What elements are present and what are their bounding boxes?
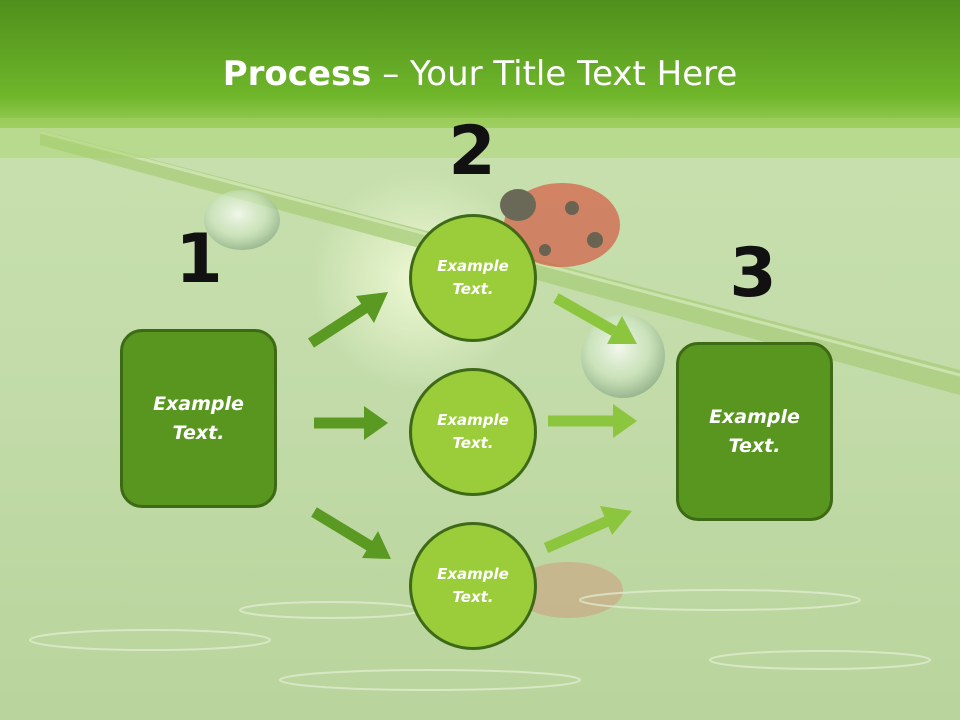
circle-bottom-text-line1: Example — [437, 565, 509, 583]
step-number-1: 1 — [175, 220, 223, 299]
circle-top-text-line2: Text. — [452, 280, 494, 298]
circle-middle-text-line1: Example — [437, 411, 509, 429]
slide-title-rest: – Your Title Text Here — [371, 54, 738, 94]
step-1-box: Example Text. — [120, 329, 277, 508]
circle-top-text-line1: Example — [437, 257, 509, 275]
slide-title-bold: Process — [222, 54, 372, 94]
arrow-to-top-circle — [308, 292, 388, 348]
step-number-3: 3 — [729, 234, 777, 313]
circle-middle-text-line2: Text. — [452, 434, 494, 452]
slide-title: Process – Your Title Text Here — [0, 52, 960, 96]
arrow-from-bottom-circle — [543, 506, 632, 554]
step-3-text-line2: Text. — [728, 434, 781, 457]
step-2-circle-middle: Example Text. — [409, 368, 537, 496]
arrow-from-middle-circle — [548, 404, 637, 438]
arrow-from-top-circle — [553, 293, 637, 344]
step-number-2: 2 — [448, 112, 496, 191]
step-1-text-line1: Example — [153, 392, 244, 415]
step-2-circle-bottom: Example Text. — [409, 522, 537, 650]
step-3-box: Example Text. — [676, 342, 833, 521]
circle-bottom-text-line2: Text. — [452, 588, 494, 606]
step-1-text-line2: Text. — [172, 421, 225, 444]
arrow-to-bottom-circle — [311, 507, 391, 559]
ladybug-image — [500, 183, 620, 267]
step-3-text-line1: Example — [709, 405, 800, 428]
arrow-to-middle-circle — [314, 406, 388, 440]
step-2-circle-top: Example Text. — [409, 214, 537, 342]
